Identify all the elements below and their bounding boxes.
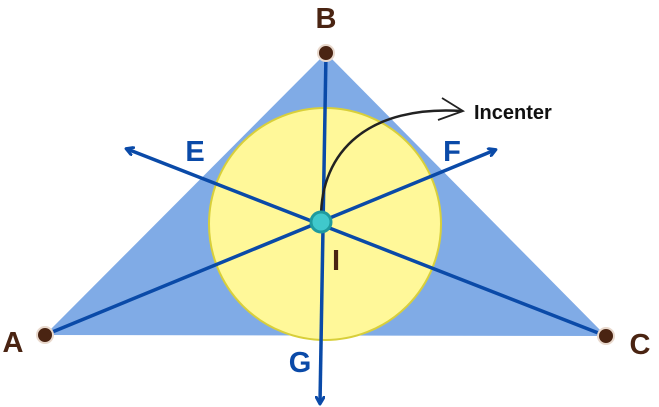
label-g: G xyxy=(289,347,312,379)
incenter-pointer-arrow xyxy=(319,109,463,221)
label-a: A xyxy=(3,327,24,359)
label-e: E xyxy=(185,136,204,168)
label-f: F xyxy=(443,136,461,168)
incenter-pointer-arrowhead xyxy=(437,97,466,121)
incenter-point xyxy=(309,210,333,234)
bisector-c-e xyxy=(127,149,607,338)
label-incenter: Incenter xyxy=(474,102,552,124)
vertex-a xyxy=(36,326,54,344)
label-i: I xyxy=(332,245,340,277)
label-c: C xyxy=(630,329,651,361)
vertex-c xyxy=(597,327,615,345)
bisector-a-f xyxy=(44,150,495,337)
label-b: B xyxy=(316,3,337,35)
vertex-b xyxy=(317,44,335,62)
